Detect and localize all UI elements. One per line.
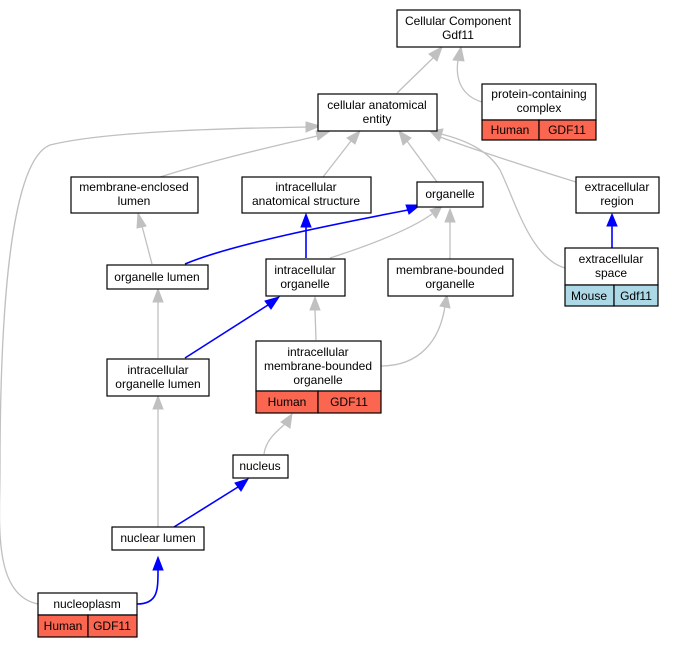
node-root[interactable]: Cellular Component Gdf11 (396, 9, 521, 48)
node-label-line: nuclear lumen (120, 531, 195, 545)
edge-ias-to-entity (322, 140, 352, 178)
node-organelle-lumen[interactable]: organelle lumen (106, 264, 209, 290)
edge-nucleus-to-imbo (263, 423, 286, 455)
annotation-gene: GDF11 (330, 395, 368, 409)
arrowhead (429, 205, 443, 219)
arrowhead (444, 207, 456, 223)
edge-nlumen-to-nucleus (173, 486, 239, 528)
node-intracellular-organelle[interactable]: intracellular organelle (265, 258, 346, 297)
node-label-line: membrane-bounded (264, 359, 372, 373)
arrowhead (305, 121, 322, 133)
arrowhead (152, 287, 164, 303)
arrowhead (152, 555, 164, 571)
node-label-line: organelle (280, 277, 330, 291)
node-label-line: extracellular (579, 252, 644, 266)
node-label-line: membrane-bounded (396, 263, 504, 277)
node-label-line: nucleoplasm (53, 597, 120, 611)
annotation-species: Mouse (571, 289, 607, 303)
annotation-gene: GDF11 (93, 619, 131, 633)
node-protein-containing-complex[interactable]: protein-containing complex Human GDF11 (481, 83, 597, 141)
edge-olumen-to-organelle (184, 209, 409, 265)
edge-nucleoplasm-to-nlumen (136, 569, 159, 605)
arrowhead (398, 129, 412, 146)
node-extracellular-space[interactable]: extracellular space Mouse Gdf11 (564, 247, 659, 307)
edge-menc-lumen-to-entity (159, 135, 318, 178)
node-intracellular-organelle-lumen[interactable]: intracellular organelle lumen (106, 358, 210, 397)
node-label-line: organelle lumen (115, 377, 200, 391)
node-label-line: extracellular (585, 180, 650, 194)
annotation-species: Human (44, 619, 83, 633)
node-label-line: intracellular (287, 345, 348, 359)
node-label-line: protein-containing (491, 87, 586, 101)
arrowhead (300, 212, 312, 228)
node-label-line: intracellular (274, 263, 335, 277)
node-label-line: organelle (425, 187, 475, 201)
edge-complex-to-root (456, 59, 483, 103)
edge-entity-to-root (396, 57, 434, 94)
node-intracellular-anatomical-structure[interactable]: intracellular anatomical structure (241, 176, 372, 214)
node-label-line: anatomical structure (252, 194, 360, 208)
node-label-line: organelle (425, 277, 475, 291)
node-intracellular-membrane-bounded-organelle[interactable]: intracellular membrane-bounded organelle… (255, 340, 382, 414)
node-label-line: entity (363, 112, 392, 126)
arrowhead (264, 296, 281, 310)
annotation-species: Human (268, 395, 307, 409)
edge-iol-to-iorg (184, 304, 269, 359)
arrowhead (309, 295, 321, 311)
arrowhead (280, 412, 293, 429)
node-nucleoplasm[interactable]: nucleoplasm Human GDF11 (37, 592, 138, 638)
edge-imbo-to-mbo (380, 305, 446, 367)
annotation-species: Human (491, 123, 530, 137)
node-nuclear-lumen[interactable]: nuclear lumen (111, 526, 205, 551)
arrowhead (315, 130, 332, 141)
edge-olumen-to-menc (141, 225, 153, 265)
node-label-line: membrane-enclosed (79, 180, 188, 194)
node-label-line: lumen (118, 194, 151, 208)
node-label-line: organelle (293, 373, 343, 387)
annotation-gene: Gdf11 (620, 289, 652, 303)
edge-exregion-to-entity (439, 136, 577, 183)
edge-organelle-to-entity (406, 140, 438, 183)
edge-exspace-to-entity (440, 133, 566, 269)
node-membrane-bounded-organelle[interactable]: membrane-bounded organelle (387, 258, 514, 297)
node-label-line: organelle lumen (114, 270, 199, 284)
node-organelle[interactable]: organelle (416, 181, 484, 208)
arrowhead (136, 211, 147, 229)
node-label-line: complex (517, 101, 562, 115)
node-nucleus[interactable]: nucleus (232, 454, 289, 479)
arrowhead (346, 129, 361, 145)
arrowhead (234, 478, 250, 492)
arrowhead (606, 212, 618, 227)
arrowhead (428, 45, 443, 62)
arrowhead (152, 394, 164, 410)
arrowhead (439, 293, 451, 309)
edge-nucleoplasm-to-entity (0, 126, 308, 605)
edge-imbo-to-iorg (314, 309, 317, 341)
node-label-line: intracellular (275, 180, 336, 194)
node-label-line: space (595, 266, 627, 280)
node-label-line: Gdf11 (442, 28, 474, 42)
node-label-line: Cellular Component (405, 14, 512, 28)
annotation-gene: GDF11 (548, 123, 586, 137)
node-label-line: cellular anatomical (327, 98, 426, 112)
node-membrane-enclosed-lumen[interactable]: membrane-enclosed lumen (70, 176, 199, 214)
node-cellular-anatomical-entity[interactable]: cellular anatomical entity (317, 93, 438, 132)
edge-iorg-to-organelle (329, 213, 433, 259)
node-label-line: region (600, 194, 633, 208)
arrowhead (452, 45, 465, 62)
node-label-line: nucleus (239, 459, 280, 473)
node-extracellular-region[interactable]: extracellular region (575, 176, 660, 214)
node-label-line: intracellular (127, 363, 188, 377)
nodes: Cellular Component Gdf11 protein-contain… (37, 9, 660, 638)
